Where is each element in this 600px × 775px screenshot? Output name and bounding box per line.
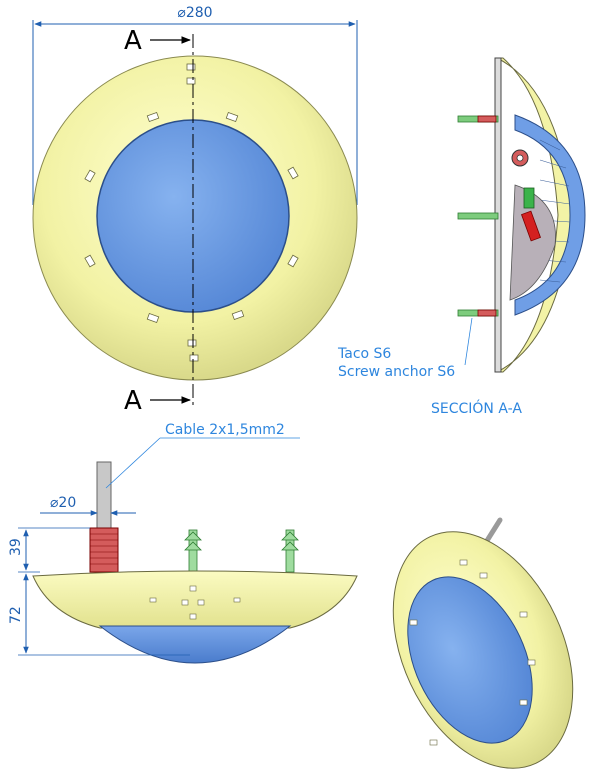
side-view: Cable 2x1,5mm2 ⌀20 39 72 xyxy=(8,422,358,664)
mounting-slots xyxy=(84,63,299,362)
diameter-dimension: ⌀280 xyxy=(32,5,358,205)
section-marker-top: A xyxy=(124,26,191,56)
section-marker-bottom: A xyxy=(124,386,191,416)
iso-lens xyxy=(407,576,533,744)
cable-diameter-label: ⌀20 xyxy=(50,495,76,511)
diameter-label: ⌀280 xyxy=(177,5,212,21)
height-dimensions: 39 72 xyxy=(8,527,190,656)
anchor-label-es: Taco S6 xyxy=(337,346,391,362)
anchor-label-en: Screw anchor S6 xyxy=(338,364,455,380)
cable xyxy=(96,461,112,529)
screw-anchors xyxy=(457,115,499,317)
front-view: ⌀280 A A xyxy=(32,5,358,416)
height-cable-label: 39 xyxy=(8,538,24,556)
section-label-bottom: A xyxy=(124,386,142,416)
conduit xyxy=(89,527,119,573)
height-body-label: 72 xyxy=(8,606,24,624)
cable-label: Cable 2x1,5mm2 xyxy=(165,422,285,438)
side-dome xyxy=(98,625,292,664)
section-label-top: A xyxy=(124,26,142,56)
side-anchors xyxy=(184,529,299,573)
cable-diameter-dimension: ⌀20 xyxy=(40,495,136,516)
section-title: SECCIÓN A-A xyxy=(431,399,522,417)
isometric-view xyxy=(392,517,574,769)
section-view: Taco S6 Screw anchor S6 SECCIÓN A-A xyxy=(337,57,586,417)
side-body xyxy=(32,570,358,629)
